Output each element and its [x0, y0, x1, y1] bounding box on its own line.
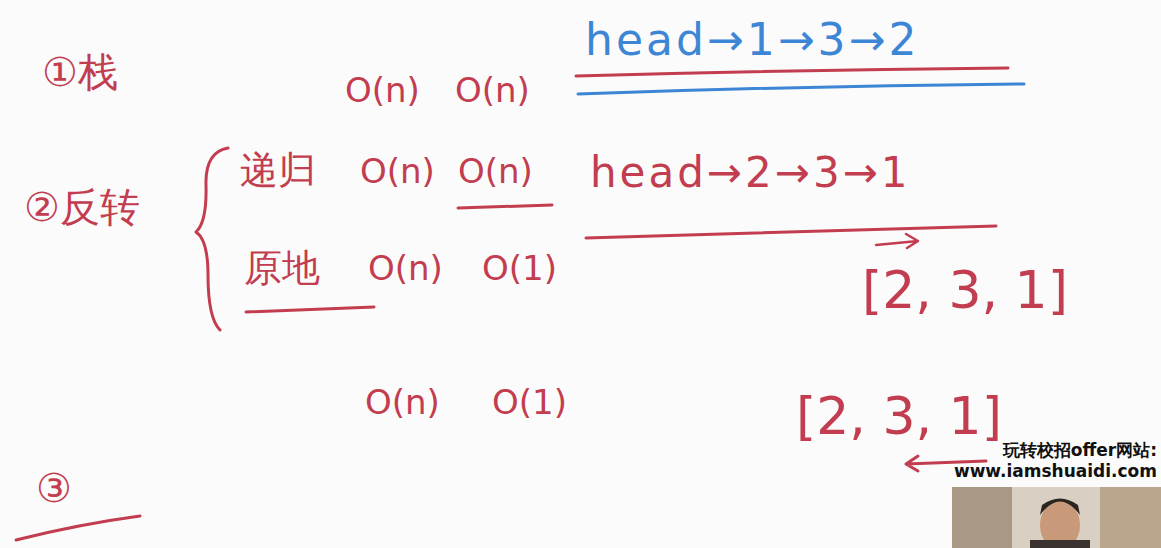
list-example: head→1→3→2	[585, 16, 919, 64]
watermark: 玩转校招offer网站:	[1003, 441, 1157, 460]
underline	[16, 516, 140, 540]
underline	[578, 84, 1024, 94]
direction-arrow	[876, 234, 918, 248]
method-name: 递归	[240, 150, 316, 192]
complexity: O(1)	[482, 250, 557, 287]
underline	[586, 226, 996, 238]
section-heading: ②反转	[24, 185, 140, 229]
complexity: O(n)	[360, 153, 435, 190]
brace	[196, 148, 228, 330]
section-number: ③	[36, 466, 72, 510]
underline	[246, 307, 374, 312]
array-result: [2, 3, 1]	[796, 388, 1002, 445]
watermark: www.iamshuaidi.com	[954, 462, 1157, 481]
complexity: O(n)	[455, 72, 530, 109]
complexity: O(n)	[368, 250, 443, 287]
presenter-video	[952, 487, 1161, 548]
array-result: [2, 3, 1]	[862, 262, 1068, 319]
list-example: head→2→3→1	[590, 150, 911, 196]
complexity: O(n)	[458, 153, 533, 190]
complexity: O(1)	[492, 384, 567, 421]
underline	[458, 205, 552, 208]
complexity: O(n)	[365, 384, 440, 421]
section-heading: ①栈	[42, 50, 118, 94]
underline	[576, 68, 1008, 76]
complexity: O(n)	[345, 72, 420, 109]
method-name: 原地	[244, 248, 320, 290]
